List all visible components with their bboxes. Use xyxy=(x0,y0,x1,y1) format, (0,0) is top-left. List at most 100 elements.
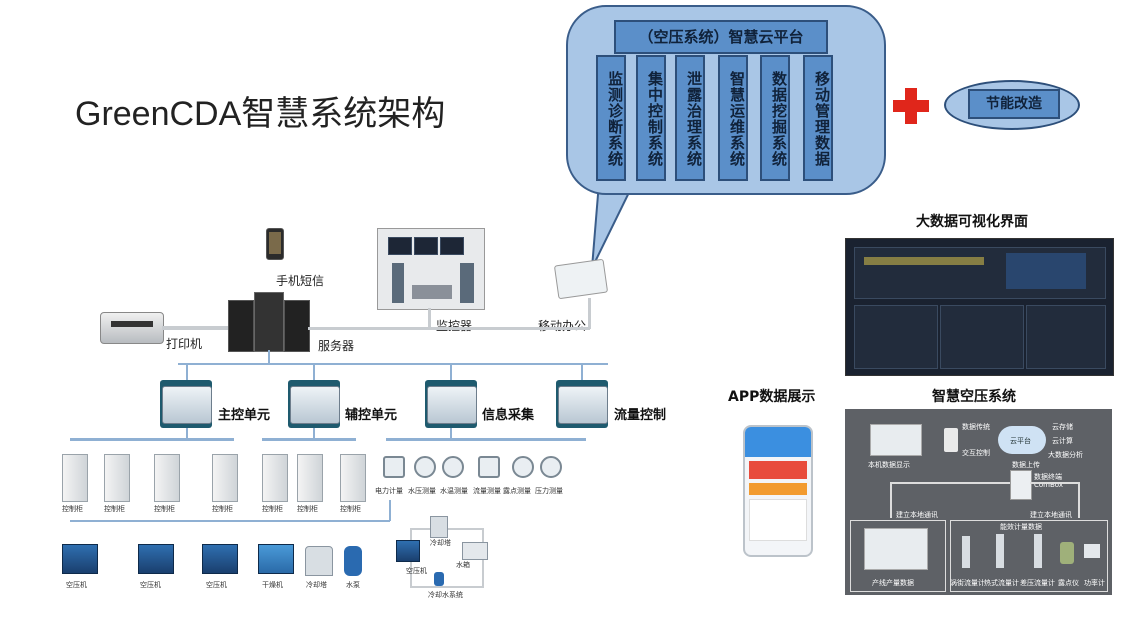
server-network-line xyxy=(308,327,590,330)
mobile-link xyxy=(588,298,591,329)
equipment-label: 干燥机 xyxy=(262,581,283,589)
tablet-icon xyxy=(553,258,609,300)
cloud-compute-label: 云计算 xyxy=(1052,437,1073,445)
plus-icon xyxy=(893,88,929,124)
cooling-tower-label: 冷却塔 xyxy=(430,539,451,547)
sensor-bus xyxy=(386,438,586,441)
local-display-icon xyxy=(870,424,922,456)
production-data-label: 产线产量数据 xyxy=(872,579,914,587)
production-line-icon xyxy=(864,528,928,570)
unit-drop-1 xyxy=(186,364,188,380)
module-leak-management: 泄露治理系统 xyxy=(675,55,705,181)
cooling-tower-icon xyxy=(430,516,448,538)
production-box xyxy=(850,520,946,592)
power-meter-icon xyxy=(383,456,405,478)
air-compressor-icon xyxy=(62,544,98,574)
cabinet-bus-1 xyxy=(70,438,234,441)
app-title: APP数据展示 xyxy=(728,389,816,405)
module-monitoring: 监测诊断系统 xyxy=(596,55,626,181)
sensor-label: 压力测量 xyxy=(535,487,563,495)
control-cabinet xyxy=(297,454,323,502)
main-control-unit-icon xyxy=(160,380,212,428)
meter-label: 涡街流量计 xyxy=(950,579,985,587)
module-data-mining: 数据挖掘系统 xyxy=(760,55,790,181)
phone-icon xyxy=(266,228,284,260)
water-tank-label: 水箱 xyxy=(456,561,470,569)
air-compressor-icon xyxy=(138,544,174,574)
flow-control-unit-label: 流量控制 xyxy=(614,408,667,423)
meter-label: 露点仪 xyxy=(1058,579,1079,587)
equipment-label: 水泵 xyxy=(346,581,360,589)
app-phone-screenshot xyxy=(743,425,813,557)
cabinet-label: 控制柜 xyxy=(62,505,83,513)
water-pump-icon xyxy=(344,546,362,576)
meter-label: 差压流量计 xyxy=(1020,579,1055,587)
air-compressor-icon xyxy=(202,544,238,574)
sensor-label: 流量测量 xyxy=(473,487,501,495)
link-line xyxy=(890,482,892,518)
monitor-link xyxy=(428,308,431,329)
link-line xyxy=(1030,482,1080,484)
server-label: 服务器 xyxy=(318,339,355,353)
bigdata-title: 大数据可视化界面 xyxy=(916,214,1028,230)
pressure-gauge-icon xyxy=(414,456,436,478)
control-cabinet xyxy=(212,454,238,502)
smart-title: 智慧空压系统 xyxy=(932,389,1016,405)
vortex-meter-icon xyxy=(962,536,970,568)
equipment-label: 空压机 xyxy=(66,581,87,589)
cabinet-label: 控制柜 xyxy=(154,505,175,513)
unit-drop-4 xyxy=(581,364,583,380)
thermal-meter-icon xyxy=(996,534,1004,568)
phone-sms-label: 手机短信 xyxy=(276,274,325,288)
mobile-office-label: 移动办公 xyxy=(538,319,587,333)
interactive-label: 交互控制 xyxy=(962,449,990,457)
equipment-link xyxy=(70,520,390,522)
dp-meter-icon xyxy=(1034,534,1042,568)
bus-drop-1 xyxy=(186,428,188,439)
local-display-label: 本机数据显示 xyxy=(868,461,910,469)
main-control-unit-label: 主控单元 xyxy=(218,408,271,423)
info-collection-unit-label: 信息采集 xyxy=(482,408,535,423)
server-drop xyxy=(268,350,270,364)
cabinet-label: 控制柜 xyxy=(297,505,318,513)
bus-drop-3 xyxy=(450,428,452,439)
aux-control-unit-icon xyxy=(288,380,340,428)
cabinet-label: 控制柜 xyxy=(104,505,125,513)
server-icon xyxy=(228,292,310,352)
printer-icon xyxy=(100,312,164,344)
energy-metering-box xyxy=(950,520,1108,592)
sensor-label: 水压测量 xyxy=(408,487,436,495)
monitor-wall-icon xyxy=(377,228,485,310)
cabinet-bus-2 xyxy=(262,438,356,441)
cabinet-label: 控制柜 xyxy=(262,505,283,513)
page-title: GreenCDA智慧系统架构 xyxy=(75,95,446,133)
cabinet-label: 控制柜 xyxy=(212,505,233,513)
equipment-label: 空压机 xyxy=(140,581,161,589)
control-cabinet xyxy=(62,454,88,502)
flow-meter-icon xyxy=(478,456,500,478)
temperature-gauge-icon xyxy=(442,456,464,478)
terminal-label: 数据终端 xyxy=(1034,473,1062,481)
cooling-tower-icon xyxy=(305,546,333,576)
meter-label: 功率计 xyxy=(1084,579,1105,587)
power-meter-icon xyxy=(1084,544,1100,558)
module-smart-maintenance: 智慧运维系统 xyxy=(718,55,748,181)
cloud-icon xyxy=(998,426,1046,454)
module-mobile-data: 移动管理数据 xyxy=(803,55,833,181)
cooling-system-label: 冷却水系统 xyxy=(428,591,463,599)
control-cabinet xyxy=(154,454,180,502)
pressure-sensor-icon xyxy=(540,456,562,478)
cloud-storage-label: 云存储 xyxy=(1052,423,1073,431)
local-comm-right-label: 建立本地通讯 xyxy=(1030,511,1072,519)
printer-label: 打印机 xyxy=(166,337,203,351)
data-sync-label: 数据传统 xyxy=(962,423,990,431)
phone-icon xyxy=(944,428,958,452)
dryer-icon xyxy=(258,544,294,574)
monitor-label: 监控器 xyxy=(436,319,473,333)
info-collection-unit-icon xyxy=(425,380,477,428)
dewpoint-meter-icon xyxy=(1060,542,1074,564)
water-tank-icon xyxy=(462,542,488,560)
cabinet-label: 控制柜 xyxy=(340,505,361,513)
equipment-drop xyxy=(389,500,391,521)
link-line xyxy=(890,482,1010,484)
